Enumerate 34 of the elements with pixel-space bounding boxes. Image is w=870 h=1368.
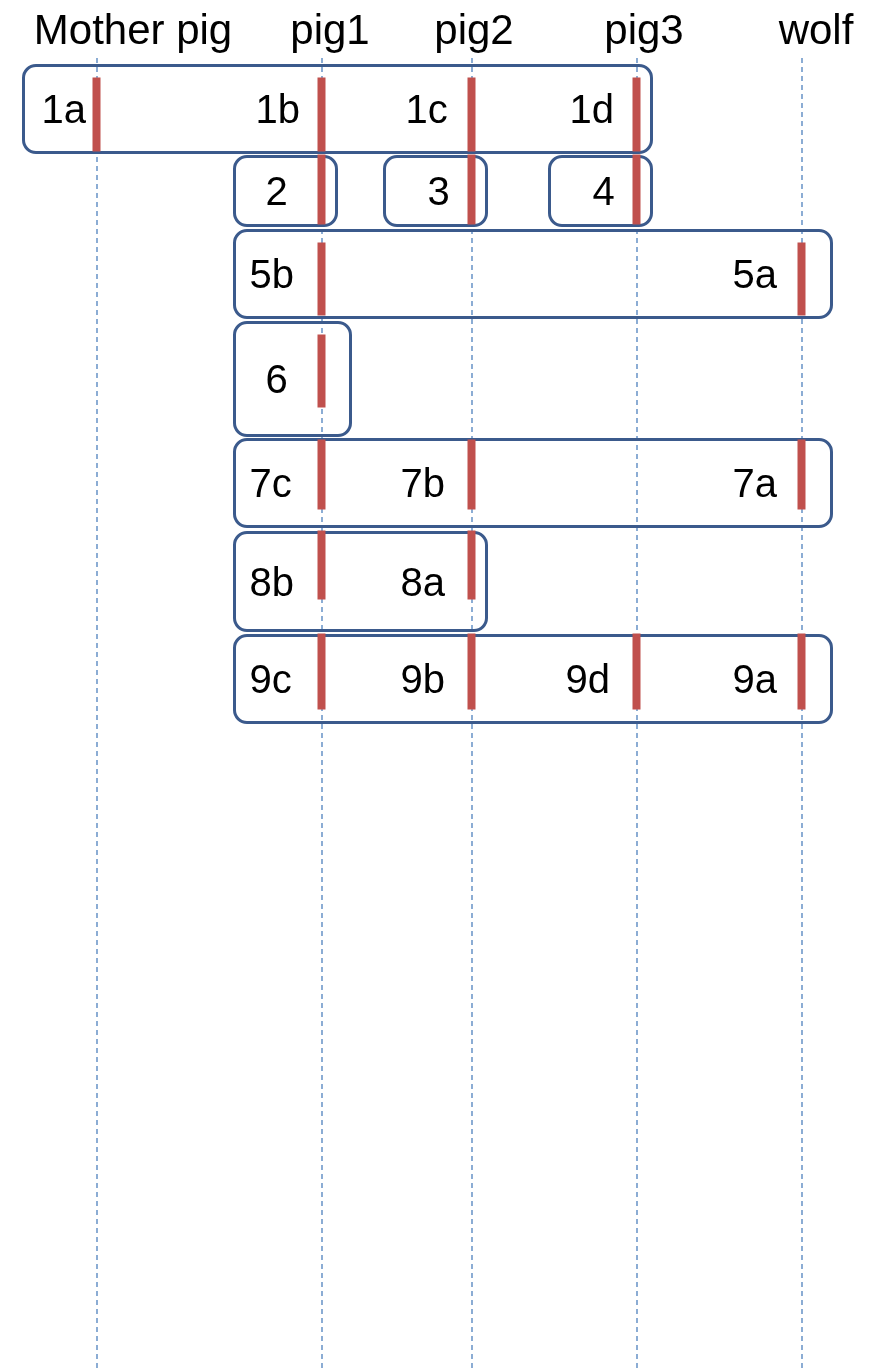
step-label: 3 <box>427 168 450 214</box>
step-label: 6 <box>265 356 288 402</box>
step-label: 1a <box>41 86 86 132</box>
step-label: 4 <box>592 168 615 214</box>
step-label: 7a <box>732 460 777 506</box>
lifeline-header: Mother pig <box>8 4 258 56</box>
step-label: 1b <box>255 86 300 132</box>
group-frame <box>233 229 833 319</box>
step-label: 9b <box>400 656 445 702</box>
lifeline-header: pig2 <box>426 4 522 56</box>
step-label: 1d <box>569 86 614 132</box>
step-label: 8b <box>249 558 294 605</box>
step-label: 9a <box>732 656 777 702</box>
step-label: 9c <box>249 656 292 702</box>
step-label: 1c <box>405 86 448 132</box>
group-frame <box>233 438 833 528</box>
group-frame <box>383 155 488 227</box>
step-label: 8a <box>400 558 445 605</box>
group-frame <box>233 634 833 724</box>
lifeline-header: wolf <box>766 4 866 56</box>
step-label: 5a <box>732 251 777 297</box>
step-label: 5b <box>249 251 294 297</box>
lifeline <box>96 57 98 1368</box>
step-label: 9d <box>565 656 610 702</box>
group-frame <box>233 155 338 227</box>
group-frame <box>22 64 653 154</box>
step-label: 7b <box>400 460 445 506</box>
group-frame <box>233 531 488 632</box>
step-label: 7c <box>249 460 292 506</box>
group-frame <box>548 155 653 227</box>
lifeline-header: pig1 <box>282 4 378 56</box>
lifeline-header: pig3 <box>596 4 692 56</box>
group-frame <box>233 321 352 437</box>
step-label: 2 <box>265 168 288 214</box>
